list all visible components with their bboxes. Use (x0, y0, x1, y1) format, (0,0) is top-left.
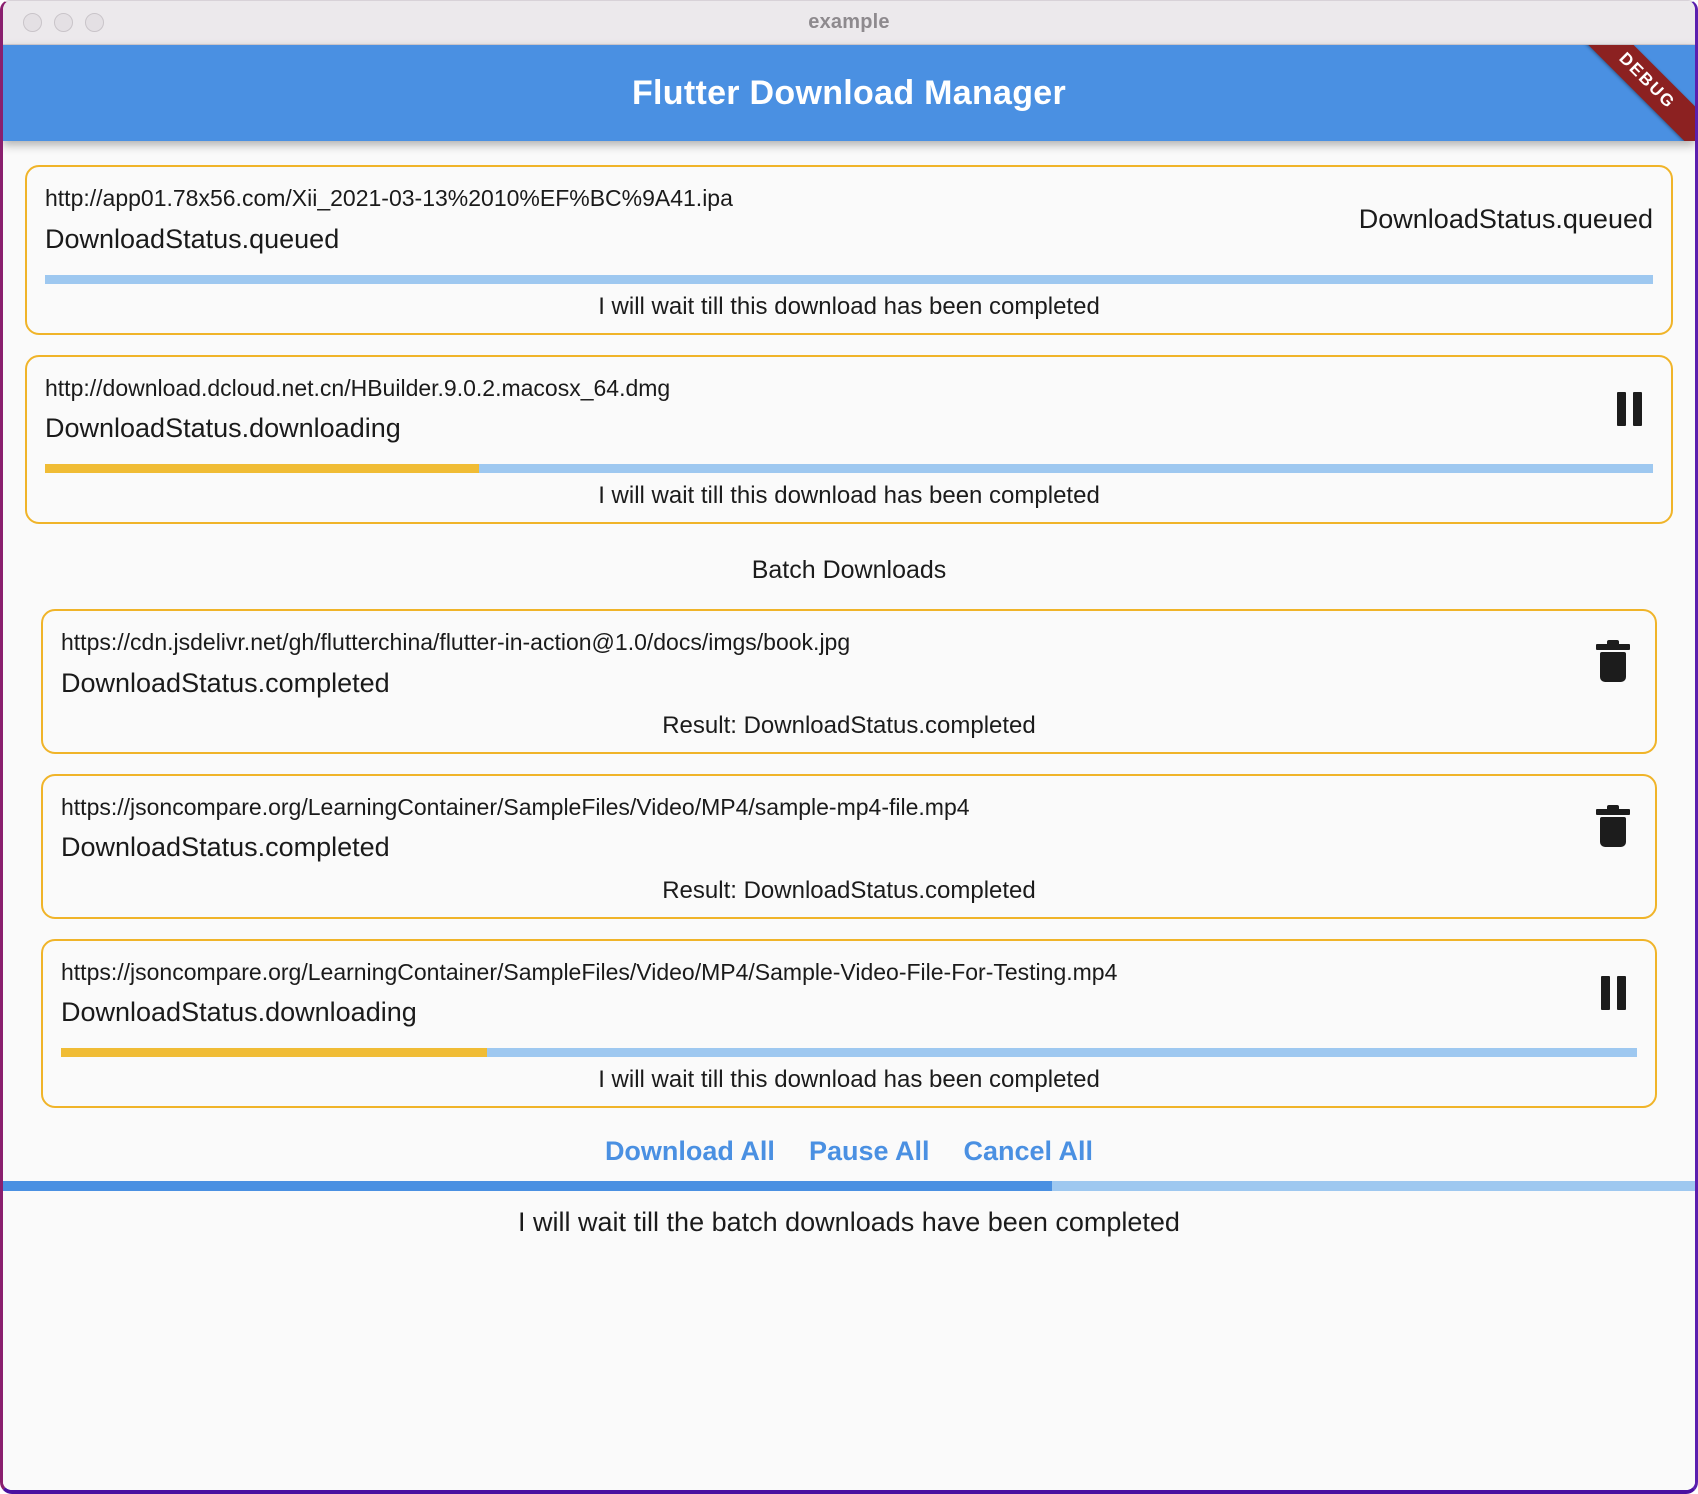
download-footnote: I will wait till this download has been … (598, 292, 1100, 320)
download-url: http://download.dcloud.net.cn/HBuilder.9… (45, 374, 671, 401)
bottom-spacer (3, 1238, 1695, 1490)
download-footnote: I will wait till this download has been … (598, 482, 1100, 510)
download-url: https://cdn.jsdelivr.net/gh/flutterchina… (61, 629, 851, 656)
download-progress-bar (61, 1048, 1637, 1058)
maximize-button-icon[interactable] (85, 13, 104, 32)
app-bar: Flutter Download Manager DEBUG (3, 45, 1695, 141)
delete-button[interactable] (1589, 640, 1637, 688)
batch-download-card[interactable]: https://jsoncompare.org/LearningContaine… (41, 773, 1657, 919)
pause-all-button[interactable]: Pause All (808, 1136, 930, 1167)
download-all-button[interactable]: Download All (604, 1136, 775, 1167)
download-progress-bar (45, 464, 1653, 474)
delete-button[interactable] (1589, 804, 1637, 853)
download-progress-bar (45, 274, 1653, 284)
minimize-button-icon[interactable] (54, 13, 73, 32)
batch-downloads-label: Batch Downloads (751, 556, 947, 585)
content-area: http://app01.78x56.com/Xii_2021-03-13%20… (3, 141, 1695, 1490)
download-status: DownloadStatus.completed (61, 667, 390, 698)
batch-actions: Download All Pause All Cancel All (3, 1118, 1695, 1181)
download-card[interactable]: http://app01.78x56.com/Xii_2021-03-13%20… (25, 165, 1673, 335)
pause-button[interactable] (1589, 969, 1637, 1017)
trash-icon (1596, 804, 1630, 849)
download-url: https://jsoncompare.org/LearningContaine… (61, 793, 970, 820)
batch-footnote: I will wait till the batch downloads hav… (518, 1207, 1180, 1238)
batch-download-card[interactable]: https://cdn.jsdelivr.net/gh/flutterchina… (41, 609, 1657, 754)
batch-download-card[interactable]: https://jsoncompare.org/LearningContaine… (41, 938, 1657, 1109)
close-button-icon[interactable] (23, 13, 42, 32)
trash-icon (1596, 640, 1630, 684)
download-status: DownloadStatus.completed (61, 832, 390, 863)
download-url: https://jsoncompare.org/LearningContaine… (61, 958, 1118, 985)
page-title: Flutter Download Manager (631, 73, 1067, 112)
download-status-right: DownloadStatus.queued (1358, 204, 1653, 235)
batch-progress-bar (3, 1181, 1695, 1192)
download-footnote: Result: DownloadStatus.completed (662, 711, 1036, 739)
download-footnote: Result: DownloadStatus.completed (662, 876, 1036, 904)
download-status: DownloadStatus.downloading (45, 413, 401, 444)
download-status: DownloadStatus.downloading (61, 997, 417, 1028)
download-url: http://app01.78x56.com/Xii_2021-03-13%20… (45, 185, 733, 211)
download-footnote: I will wait till this download has been … (598, 1066, 1100, 1094)
pause-icon (1600, 976, 1626, 1011)
title-bar: example (3, 1, 1695, 45)
window-controls[interactable] (3, 13, 104, 32)
download-card[interactable]: http://download.dcloud.net.cn/HBuilder.9… (25, 354, 1673, 525)
download-status: DownloadStatus.queued (45, 223, 340, 254)
pause-icon (1616, 392, 1642, 427)
pause-button[interactable] (1605, 385, 1653, 433)
cancel-all-button[interactable]: Cancel All (963, 1136, 1094, 1167)
debug-ribbon: DEBUG (1557, 45, 1695, 141)
window-title: example (808, 11, 890, 33)
